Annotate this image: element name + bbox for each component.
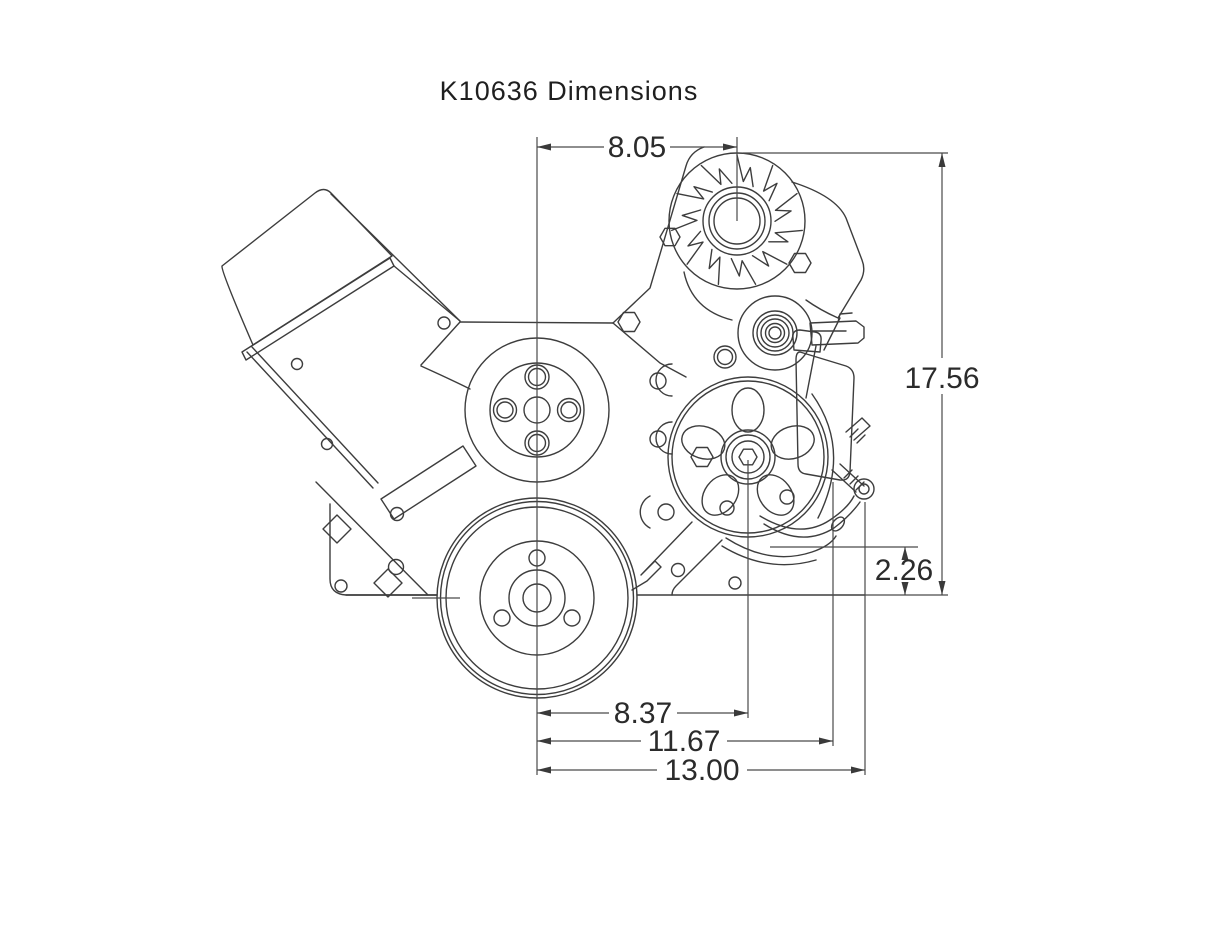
dim-pump-center-width: 8.37: [537, 697, 748, 730]
valve-cover: [222, 190, 394, 361]
dim-overall-width-label: 13.00: [664, 754, 739, 787]
power-steering-pump: [640, 377, 833, 537]
mounting-plate: [346, 522, 865, 595]
crank-pulley: [412, 498, 637, 698]
dimension-lines: 8.05 17.56 2.26 8.37: [537, 130, 983, 787]
ps-reservoir: [793, 330, 870, 480]
dim-fitting-width: 11.67: [537, 725, 833, 758]
alternator: [660, 153, 864, 398]
alternator-fan-blades: [672, 155, 803, 284]
dim-pump-center-width-label: 8.37: [614, 697, 672, 730]
drawing-title: K10636 Dimensions: [440, 76, 699, 106]
engine-block: [247, 147, 704, 597]
idler-pulley: [738, 296, 864, 370]
dim-overall-width: 13.00: [537, 754, 865, 787]
dim-top-width: 8.05: [537, 130, 737, 164]
dim-fitting-width-label: 11.67: [648, 725, 721, 758]
dim-overall-height-label: 17.56: [904, 362, 979, 395]
dim-lower-fitting-offset-label: 2.26: [875, 554, 933, 587]
dim-lower-fitting-offset: 2.26: [875, 547, 933, 595]
pump-pulley-windows: [677, 388, 818, 522]
dim-overall-height: 17.56: [901, 153, 983, 595]
dim-top-width-label: 8.05: [608, 131, 666, 164]
bracket-tabs: [650, 346, 736, 454]
